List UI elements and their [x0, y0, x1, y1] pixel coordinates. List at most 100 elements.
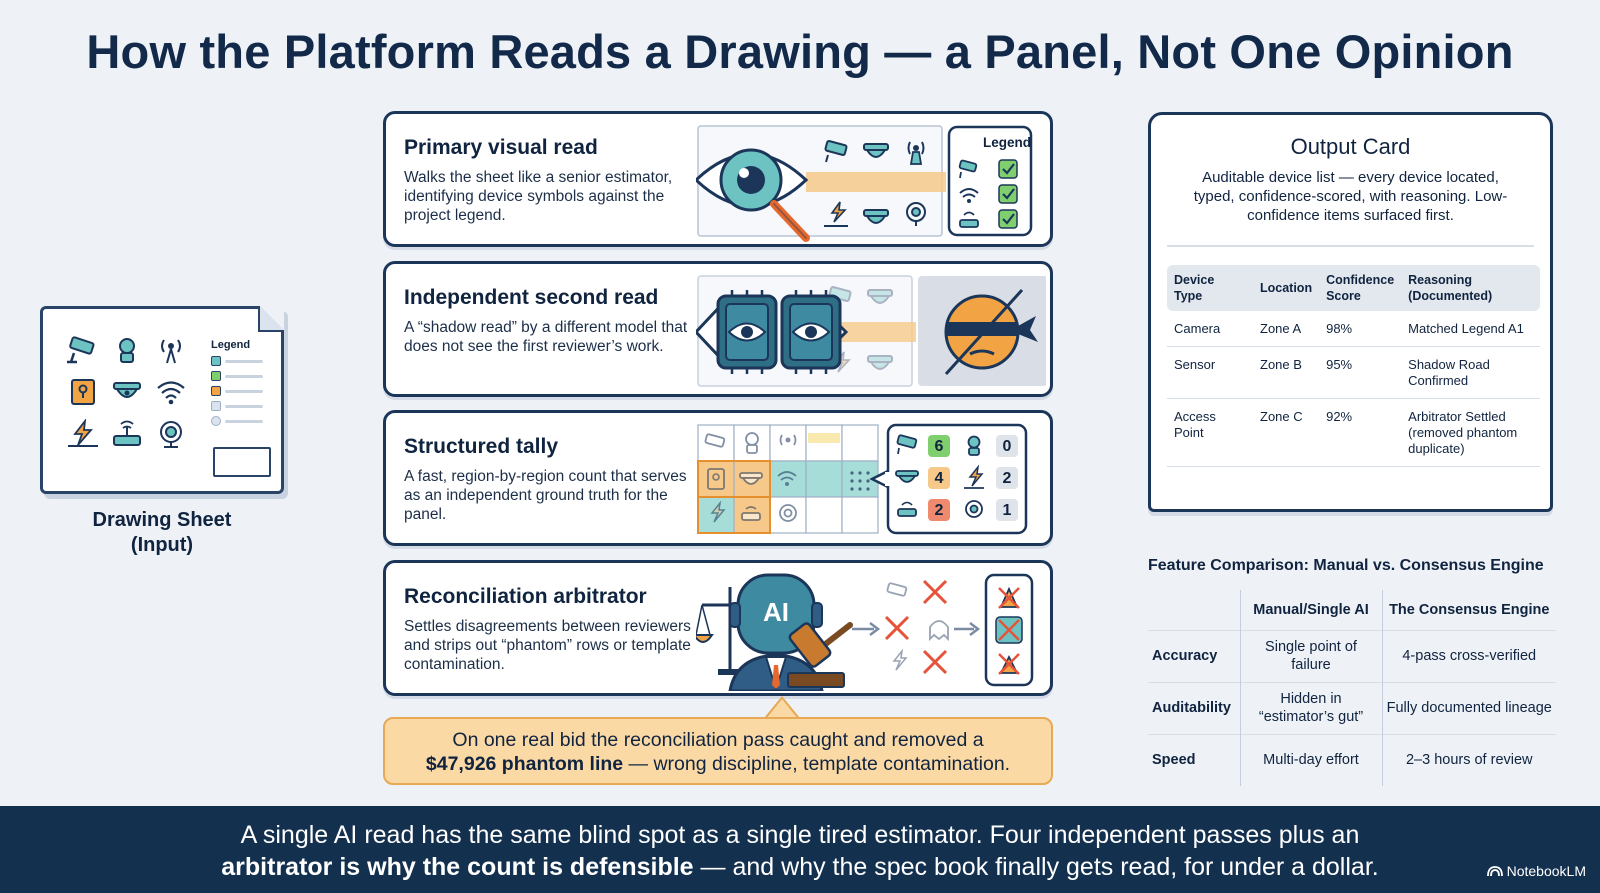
ghost-icon	[929, 620, 949, 642]
router-icon	[897, 501, 917, 517]
drawing-sheet-caption: Drawing Sheet (Input)	[40, 508, 284, 558]
title-block	[213, 447, 271, 477]
arbitrator-illustration	[696, 573, 1034, 691]
antenna-icon	[779, 434, 797, 446]
table-cell: Zone C	[1253, 398, 1320, 467]
feature-comparison-table: Manual/Single AI The Consensus Engine Ac…	[1148, 590, 1556, 786]
row-label: Auditability	[1148, 681, 1240, 734]
sensor-icon	[745, 432, 759, 454]
camera-icon	[704, 433, 726, 448]
dome-camera-icon	[867, 355, 893, 370]
callout-line: $47,926 phantom line — wrong discipline,…	[385, 752, 1051, 776]
tally-grid-illustration	[697, 423, 1028, 535]
callout-highlight: $47,926 phantom line	[425, 753, 624, 775]
router-icon	[113, 420, 141, 446]
arrow-right-icon	[852, 622, 881, 636]
table-cell: Fully documented lineage	[1382, 681, 1556, 734]
sheet-legend-title: Legend	[211, 339, 251, 351]
speaker-icon	[906, 202, 926, 226]
table-row: Camera Zone A 98% Matched Legend A1	[1167, 311, 1540, 347]
footer-line: A single AI read has the same blind spot…	[240, 821, 1360, 849]
dome-camera-icon	[863, 209, 889, 224]
power-icon	[710, 500, 726, 523]
wifi-icon	[777, 471, 797, 486]
drawing-sheet: Legend Drawing Sheet (Input)	[40, 306, 290, 558]
power-icon	[824, 201, 848, 227]
primary-read-illustration	[696, 125, 1033, 242]
legend-row	[211, 386, 271, 396]
sensor-icon	[119, 338, 135, 363]
table-cell: Camera	[1167, 311, 1253, 347]
legend-row	[211, 401, 271, 411]
tally-count: 6	[934, 438, 944, 455]
card-body: A fast, region-by-region count that serv…	[404, 468, 687, 523]
table-cell: 4-pass cross-verified	[1382, 629, 1556, 682]
table-cell: 2–3 hours of review	[1382, 733, 1556, 786]
router-icon	[741, 506, 761, 521]
camera-icon	[886, 582, 908, 597]
callout-pointer	[764, 696, 800, 719]
sheet-legend: Legend	[211, 339, 271, 426]
legend-row	[211, 371, 271, 381]
caption-line: Drawing Sheet	[92, 509, 232, 531]
card-body: A “shadow read” by a different model tha…	[404, 319, 688, 355]
speaker-icon	[160, 421, 182, 448]
drawing-sheet-paper: Legend	[40, 306, 284, 494]
speaker-icon	[965, 500, 983, 518]
chip-eye-icon	[716, 290, 778, 374]
table-header-row: Manual/Single AI The Consensus Engine	[1148, 590, 1556, 630]
dome-camera-icon	[739, 472, 763, 485]
cross-icon	[884, 615, 910, 641]
row-label: Accuracy	[1148, 629, 1240, 682]
card-reconciliation-arbitrator: Reconciliation arbitrator Settles disagr…	[383, 560, 1053, 696]
card-structured-tally: Structured tally A fast, region-by-regio…	[383, 410, 1053, 546]
tally-count: 0	[1002, 438, 1012, 455]
access-control-icon	[71, 379, 95, 405]
card-title: Independent second read	[404, 286, 659, 309]
card-title: Structured tally	[404, 435, 559, 458]
footer-rest: — and why the spec book finally gets rea…	[693, 853, 1379, 881]
tally-count: 2	[1002, 470, 1012, 487]
page-fold-icon	[258, 306, 284, 332]
ai-badge: AI	[763, 597, 789, 627]
footer-line: arbitrator is why the count is defensibl…	[0, 851, 1600, 883]
table-cell: Access Point	[1167, 398, 1253, 467]
column-header: Manual/Single AI	[1239, 590, 1383, 630]
comparison-title: Feature Comparison: Manual vs. Consensus…	[1148, 557, 1544, 574]
dome-camera-icon	[113, 382, 141, 398]
output-card-description: Auditable device list — every device loc…	[1193, 169, 1508, 224]
column-header	[1148, 590, 1240, 630]
footer-highlight: arbitrator is why the count is defensibl…	[221, 853, 694, 881]
output-card-title: Output Card	[1290, 134, 1411, 159]
card-title: Primary visual read	[404, 136, 598, 159]
table-row: Auditability Hidden in “estimator’s gut”…	[1148, 681, 1556, 734]
page-title: How the Platform Reads a Drawing — a Pan…	[86, 25, 1514, 78]
table-row: Sensor Zone B 95% Shadow Road Confirmed	[1167, 346, 1540, 399]
table-cell: Arbitrator Settled (removed phantom dupl…	[1401, 398, 1540, 467]
table-cell: Sensor	[1167, 346, 1253, 399]
dome-camera-icon	[895, 470, 919, 483]
check-icon	[998, 159, 1018, 179]
table-cell: Zone B	[1253, 346, 1320, 399]
wifi-icon	[157, 381, 185, 405]
power-icon	[892, 648, 908, 671]
power-icon	[68, 419, 98, 447]
column-header: Device Type	[1167, 265, 1253, 311]
phantom-line-callout: On one real bid the reconciliation pass …	[383, 717, 1053, 785]
notebooklm-logo-icon	[1486, 866, 1503, 877]
flagged-item-icon	[996, 585, 1022, 611]
table-cell: 95%	[1319, 346, 1402, 399]
blindfolded-face-icon	[944, 288, 1038, 376]
table-cell: Zone A	[1253, 311, 1320, 347]
camera-icon	[896, 434, 918, 455]
brand-watermark: NotebookLM	[1486, 855, 1586, 887]
symbol-grid	[65, 335, 195, 449]
output-card: Output Card Auditable device list — ever…	[1148, 112, 1553, 512]
speaker-icon	[779, 504, 797, 522]
eye-icon	[696, 148, 809, 212]
second-read-illustration	[696, 275, 1046, 387]
table-cell: 98%	[1319, 311, 1402, 347]
table-cell: Multi-day effort	[1239, 733, 1383, 786]
divider	[1167, 245, 1534, 247]
tally-count: 1	[1002, 502, 1012, 519]
